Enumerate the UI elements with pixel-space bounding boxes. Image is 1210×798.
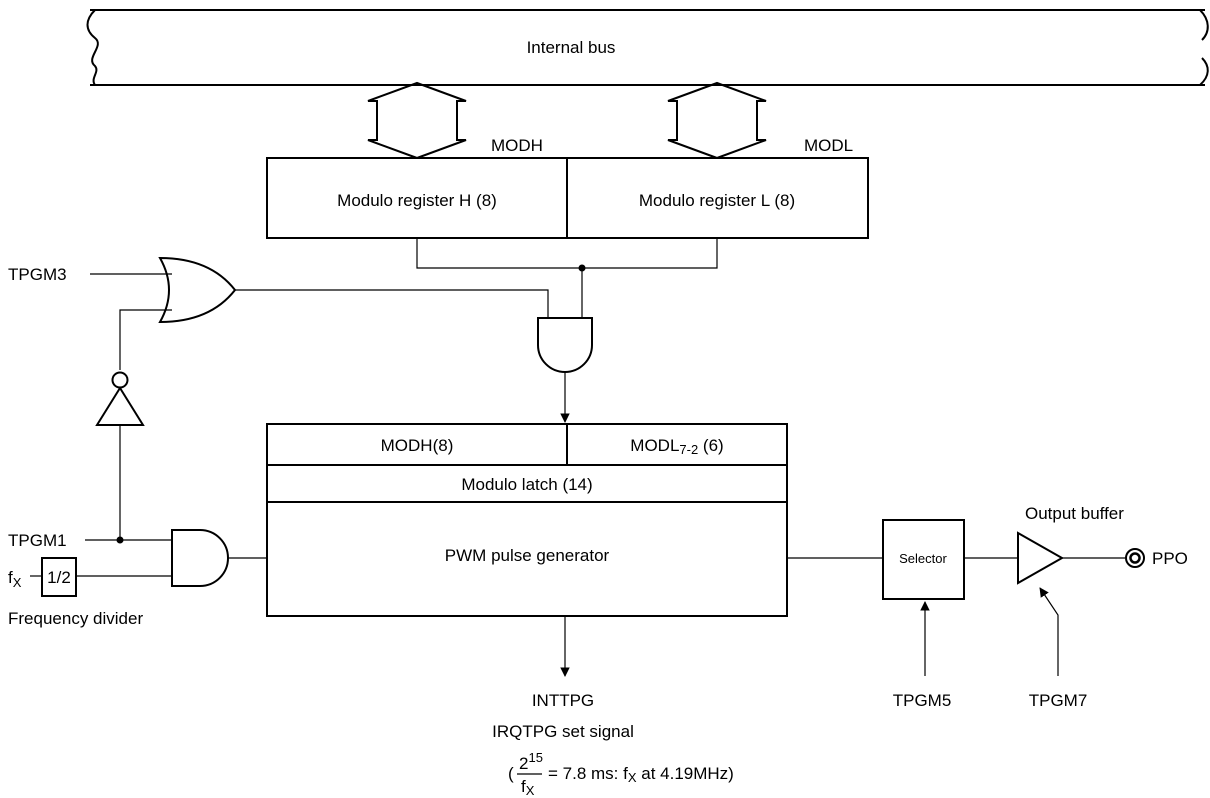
modulo-register-block: Modulo register H (8) Modulo register L … [266,157,869,239]
internal-bus: Internal bus [86,9,1209,86]
selector-block: Selector [882,519,965,600]
or-gate [158,256,237,324]
modulo-register-l-label: Modulo register L (8) [639,191,795,210]
ppo-label: PPO [1152,549,1188,568]
modh-tag: MODH [491,136,543,155]
formula-open-paren: ( [508,764,514,783]
latch-modl-label: MODL7-2 (6) [630,436,723,457]
irqtpg-set-signal-label: IRQTPG set signal [492,722,634,741]
modl-tag: MODL [804,136,853,155]
output-buffer-caption: Output buffer [1025,504,1124,523]
divider-value: 1/2 [47,568,71,587]
inttpg-label: INTTPG [532,691,594,710]
and-gate-vertical [537,317,593,373]
bus-arrow-modh [367,81,467,160]
and-gate-horizontal [171,529,229,587]
fx-label: fX [8,568,22,590]
pwm-block: MODH(8) MODL7-2 (6) Modulo latch (14) PW… [266,423,788,617]
formula-denominator: fX [521,777,535,798]
frequency-divider: 1/2 [41,557,77,597]
pwm-pulse-generator-label: PWM pulse generator [445,546,610,565]
bus-arrow-modl [667,81,767,160]
latch-modh-label: MODH(8) [381,436,454,455]
modulo-register-h-label: Modulo register H (8) [337,191,497,210]
formula-result: = 7.8 ms: fX at 4.19MHz) [548,764,734,785]
register-merge-wires [416,238,718,318]
tpgm3-label: TPGM3 [8,265,67,284]
modulo-latch-label: Modulo latch (14) [461,475,592,494]
tpgm1-label: TPGM1 [8,531,67,550]
formula-numerator: 215 [519,750,543,773]
frequency-divider-caption: Frequency divider [8,609,143,628]
ppo-pin-icon [1125,548,1145,568]
tpgm7-label: TPGM7 [1029,691,1088,710]
interrupt-period-formula: ( 215 fX = 7.8 ms: fX at 4.19MHz) [508,750,734,798]
inverter [95,371,145,426]
tpgm5-label: TPGM5 [893,691,952,710]
internal-bus-label: Internal bus [527,38,616,57]
output-buffer [1017,531,1065,585]
selector-label: Selector [899,551,947,566]
